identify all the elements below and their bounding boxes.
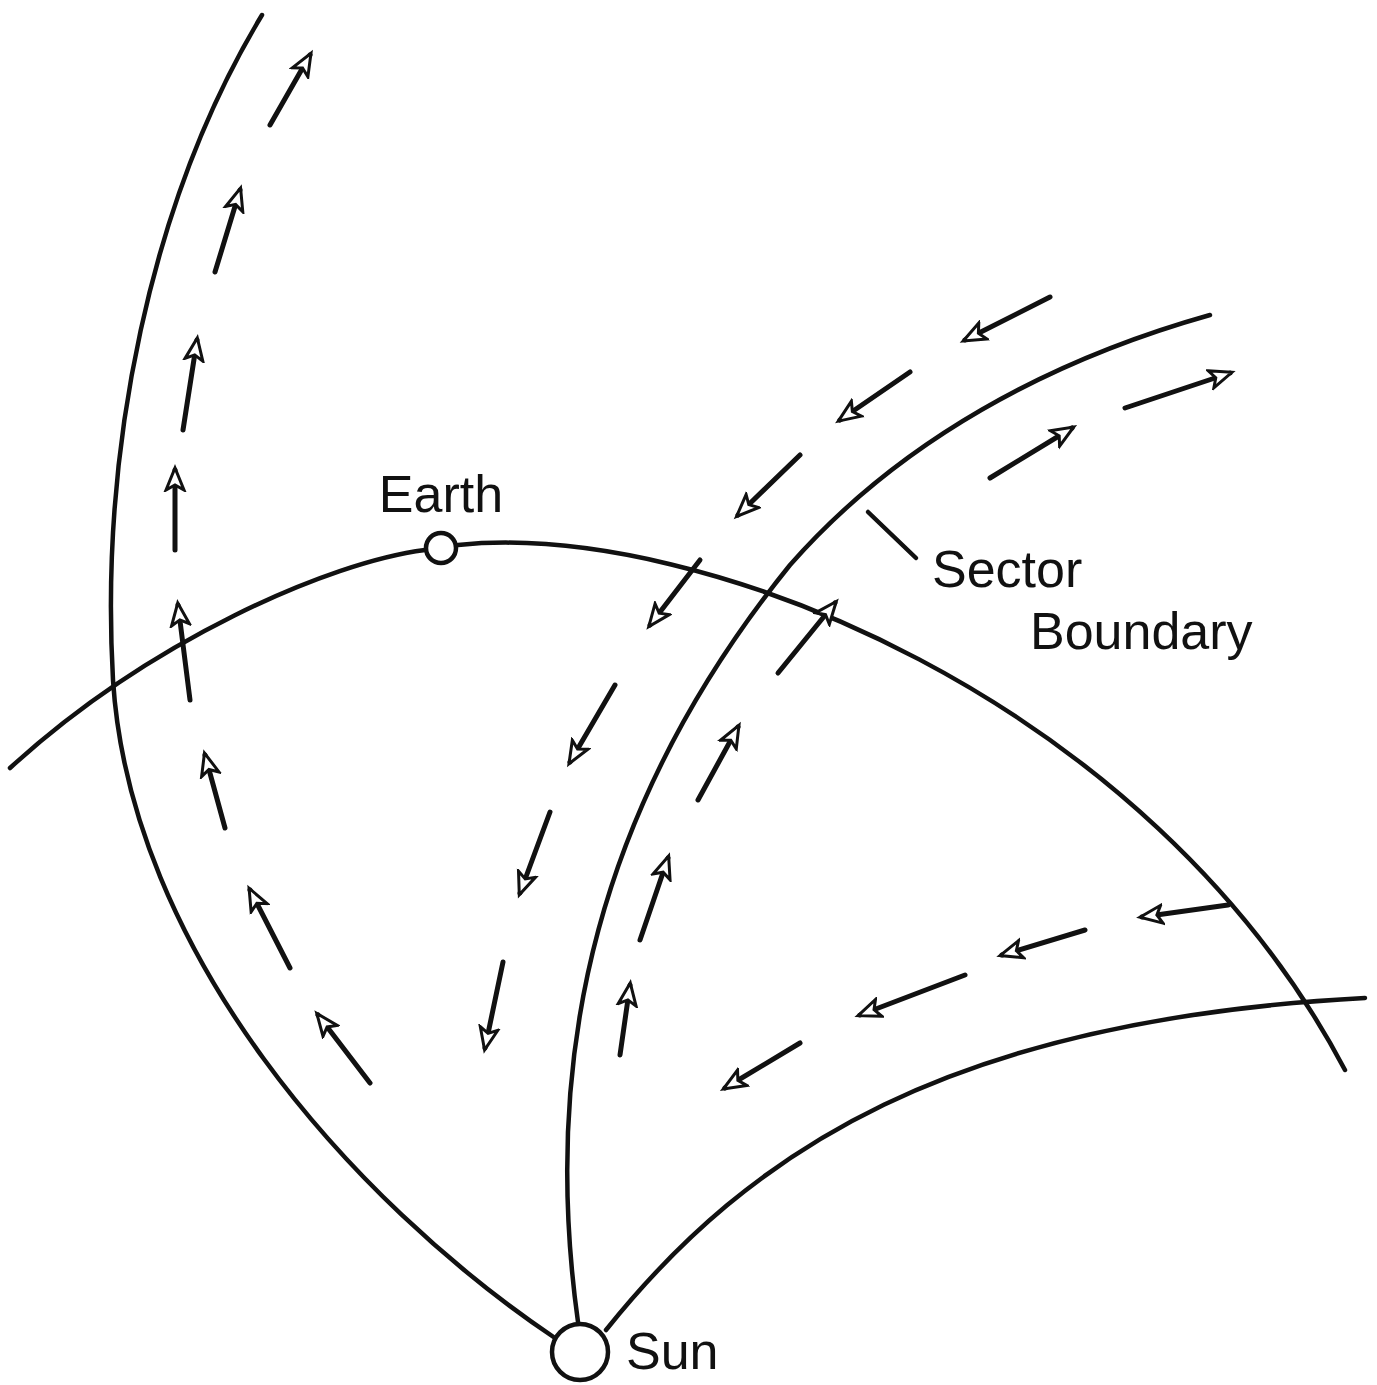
field-arrow (178, 605, 190, 700)
field-arrow (183, 340, 197, 430)
field-arrow (318, 1015, 370, 1083)
field-arrow (738, 455, 800, 515)
field-arrow (1002, 930, 1085, 955)
field-arrow (860, 975, 965, 1015)
field-arrow (965, 297, 1050, 340)
sector-boundary-spiral (567, 315, 1210, 1322)
field-arrow (270, 55, 310, 125)
field-arrow (520, 812, 550, 893)
field-arrow (1125, 373, 1230, 408)
body-circle: Sun (548, 1320, 612, 1384)
field-arrow (215, 190, 240, 272)
circle-outline (548, 1320, 612, 1384)
earth-orbit (10, 550, 425, 768)
field-arrow (640, 858, 668, 940)
body-name: Sun (626, 1322, 719, 1382)
field-arrow (840, 372, 910, 420)
field-arrow (485, 962, 503, 1048)
field-arrow (205, 755, 225, 828)
field-spiral-left (111, 15, 555, 1338)
field-arrow (570, 685, 615, 762)
circle-outline (422, 529, 460, 567)
field-spiral-right (606, 998, 1365, 1330)
boundary-label: Sector Boundary (1030, 538, 1290, 663)
field-arrow (698, 727, 738, 800)
field-arrow (725, 1043, 800, 1088)
field-arrow (650, 560, 700, 625)
field-arrow (1142, 905, 1228, 917)
field-arrow (990, 428, 1072, 478)
field-arrow (250, 890, 290, 968)
body-name: Earth (379, 465, 503, 525)
field-arrow (778, 603, 835, 673)
field-arrow (620, 985, 630, 1055)
body-circle: Earth (422, 529, 460, 567)
leader-line (868, 512, 916, 558)
field-arrow (173, 470, 178, 550)
